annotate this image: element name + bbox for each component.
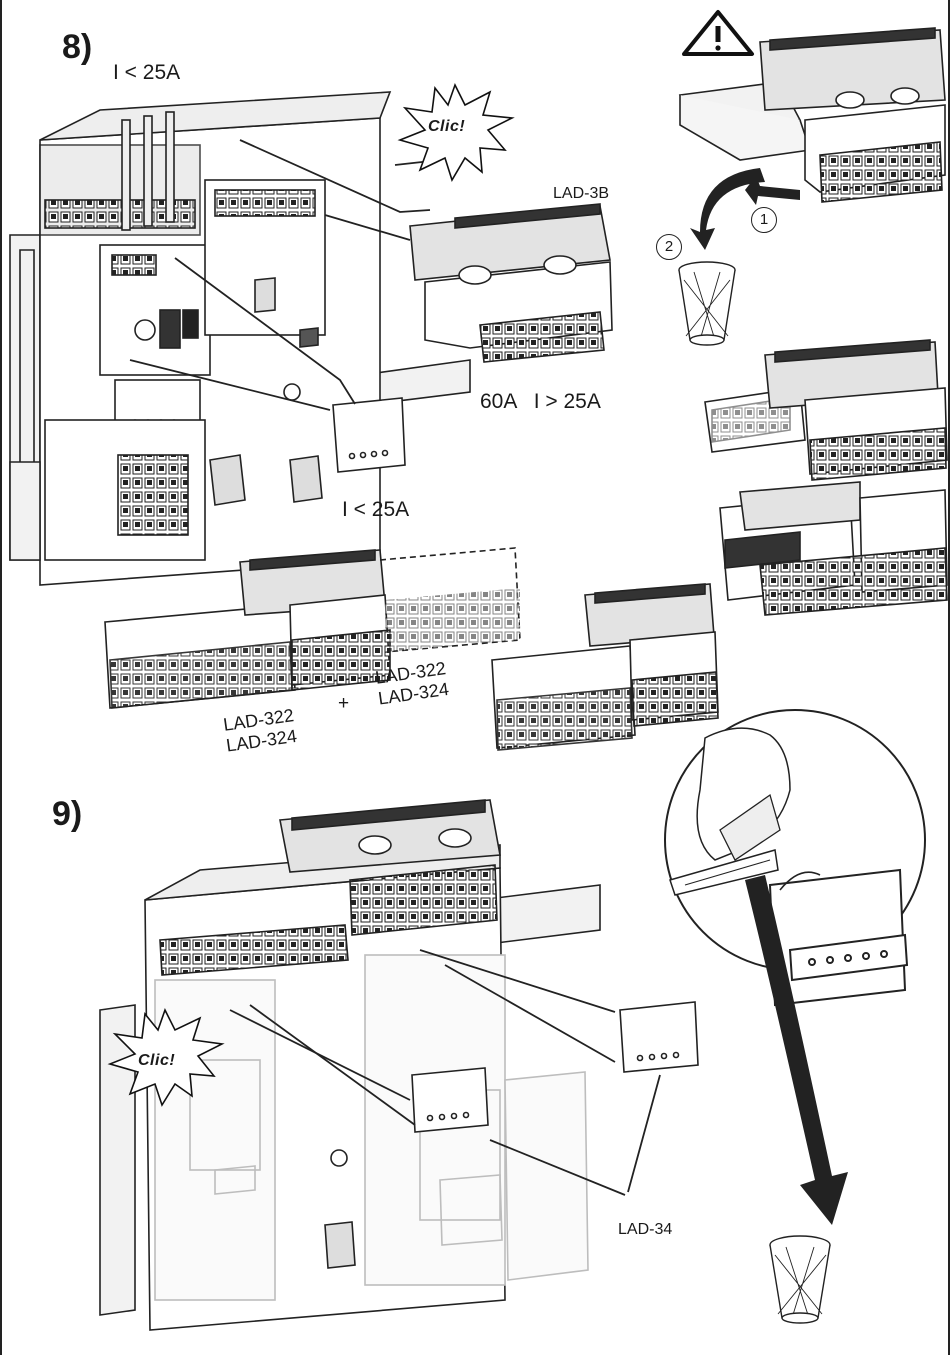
- detail-magnifier: [664, 709, 926, 1007]
- callout-1: 1: [751, 207, 777, 233]
- assembly-row-right: [491, 583, 719, 751]
- plus-sign: +: [338, 693, 350, 714]
- assembly-variant-a: [704, 339, 948, 481]
- current-label-top: I < 25A: [113, 61, 181, 84]
- module-removal-illustration: [678, 27, 946, 203]
- removal-arrows: [690, 168, 800, 250]
- discard-arrow: [745, 875, 848, 1225]
- assembly-row-lad-322: [104, 547, 521, 709]
- step-9-number: 9): [52, 795, 83, 833]
- waste-basket-icon-bottom: [769, 1235, 831, 1324]
- current-label-60a: 60A I > 25A: [480, 390, 601, 413]
- clic-label-step9: Clic!: [138, 1052, 176, 1069]
- cover-label-lad-34: LAD-34: [618, 1221, 673, 1238]
- callout-2: 2: [656, 234, 682, 260]
- guide-lines-step8: [129, 139, 441, 411]
- clic-burst-step9: [107, 1007, 225, 1107]
- clic-burst-step8: [397, 82, 515, 182]
- lad-3b-module: [409, 203, 613, 363]
- clic-label-step8: Clic!: [428, 118, 466, 135]
- assembly-variant-b: [719, 481, 948, 616]
- step-8-number: 8): [62, 28, 93, 66]
- starter-assembly-step9: [99, 799, 699, 1331]
- module-label-lad-3b: LAD-3B: [553, 185, 610, 202]
- starter-assembly-step8: [9, 91, 471, 586]
- waste-basket-icon-top: [678, 261, 736, 346]
- current-label-small: I < 25A: [342, 498, 410, 521]
- warning-triangle-icon: [682, 10, 754, 56]
- guide-lines-step9: [229, 949, 661, 1196]
